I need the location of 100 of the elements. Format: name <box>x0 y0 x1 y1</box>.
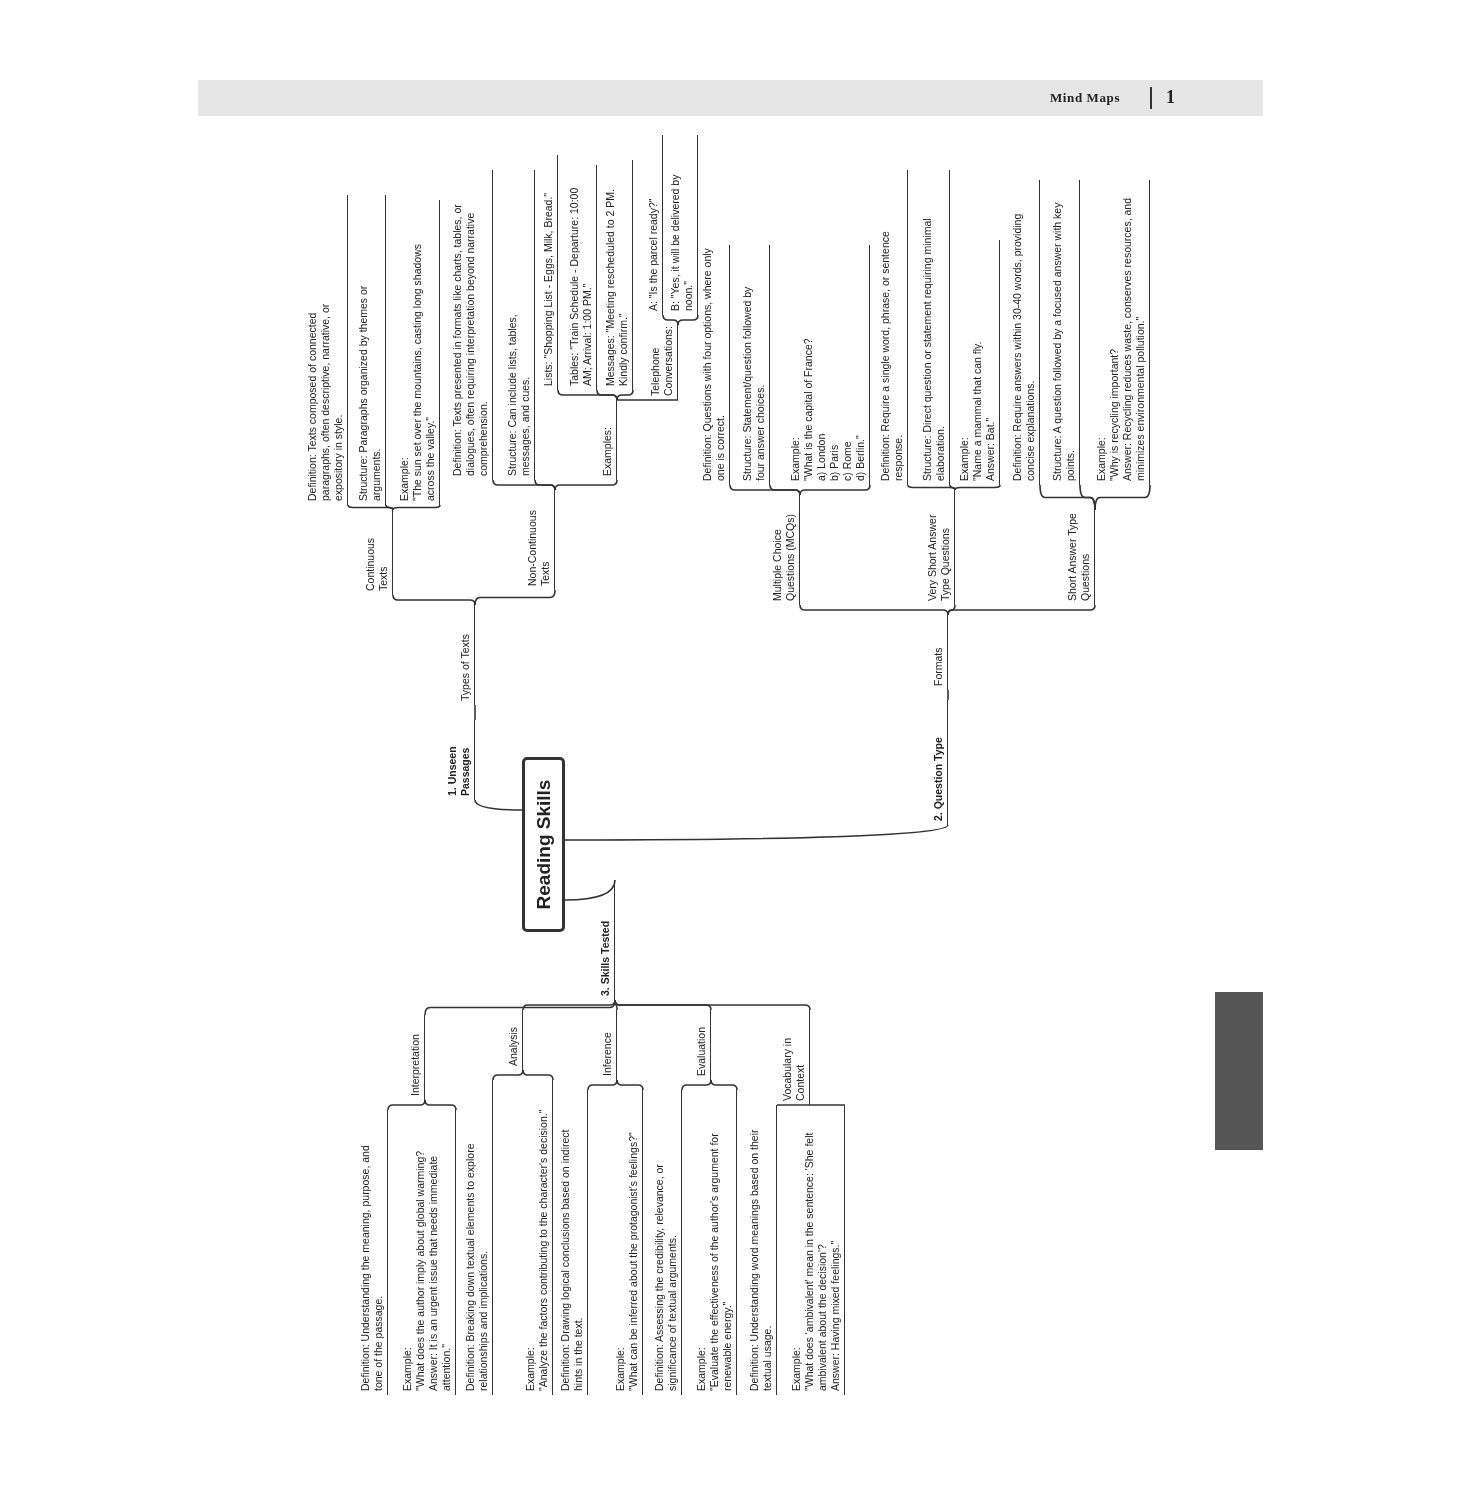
topic-branch <box>781 1010 810 1105</box>
topic-branch <box>1095 180 1150 485</box>
topic-branch <box>364 510 393 595</box>
topic-branch <box>771 495 800 605</box>
topic-branch <box>398 200 440 505</box>
topic-text: Example: <box>614 1346 627 1391</box>
topic-branch <box>464 1080 493 1395</box>
topic-branch <box>958 240 1000 485</box>
topic-text: d) Berlin." <box>854 434 867 481</box>
topic-branch <box>359 1110 388 1395</box>
topic-branch <box>507 1010 523 1070</box>
branch-connector <box>949 484 956 491</box>
topic-text: Vocabulary in Context <box>781 1036 807 1101</box>
running-header: Mind Maps <box>1050 90 1121 106</box>
branch-connector <box>616 1079 644 1091</box>
topic-branch <box>748 1105 777 1395</box>
topic-text: Example: <box>958 436 971 481</box>
topic-branch <box>599 880 615 1000</box>
branch-connector <box>907 484 956 491</box>
topic-text: Example: <box>695 1346 708 1391</box>
topic-text: Definition: Understanding the meaning, purpose, and tone of the passage. <box>359 1144 385 1391</box>
branch-connector <box>522 1069 554 1081</box>
topic-text: "Why is recycling important? <box>1108 347 1121 481</box>
topic-branch <box>451 170 493 480</box>
branch-connector <box>424 1099 457 1111</box>
topic-branch <box>790 1105 845 1395</box>
topic-text: Example: <box>524 1346 537 1391</box>
topic-branch <box>1051 180 1080 485</box>
topic-branch <box>921 170 950 485</box>
topic-text: Example: <box>401 1346 414 1391</box>
topic-text: Answer: It is an urgent issue that needs immediate attention." <box>427 1154 453 1391</box>
branch-connector <box>596 389 618 401</box>
branch-connector <box>947 689 949 701</box>
topic-text: Continuous Texts <box>364 536 390 591</box>
topic-text: Structure: Direct question or statement requiring minimal elaboration. <box>921 217 947 481</box>
topic-branch <box>932 700 948 825</box>
page-number: 1 <box>1166 87 1175 107</box>
topic-branch <box>401 1110 456 1395</box>
topic-branch <box>409 1015 425 1100</box>
topic-text: Telephone Conversations: <box>649 325 675 396</box>
topic-text: c) Rome <box>841 440 854 481</box>
topic-text: Very Short Answer Type Questions <box>926 513 952 601</box>
topic-branch <box>932 615 948 690</box>
topic-text: Structure: Statement/question followed by four answer choices. <box>741 285 767 481</box>
topic-text: Definition: Understanding word meanings based on their textual usage. <box>748 1128 774 1391</box>
branch-connector <box>564 879 616 901</box>
topic-text: Example: <box>398 456 411 501</box>
topic-branch <box>653 1090 682 1395</box>
topic-text: "Evaluate the effectiveness of the author's argument for renewable energy." <box>708 1132 734 1391</box>
topic-text: Definition: Texts composed of connected paragraphs, often descriptive, narrative, or expository in style. <box>306 302 345 501</box>
topic-text: Structure: A question followed by a focused answer with key points. <box>1051 201 1077 481</box>
topic-branch <box>524 1080 553 1395</box>
topic-text: Tables: "Train Schedule - Departure: 10:00 AM; Arrival: 1:00 PM." <box>568 186 594 386</box>
topic-text: "Name a mammal that can fly. <box>971 340 984 481</box>
topic-text: Answer: Bat." <box>984 416 997 481</box>
topic-branch <box>542 155 558 390</box>
topic-branch <box>568 165 597 390</box>
branch-connector <box>616 399 679 401</box>
topic-branch <box>647 135 663 315</box>
topic-text: 3. Skills Tested <box>599 919 612 996</box>
branch-connector <box>809 1104 846 1106</box>
topic-text: Non-Continuous Texts <box>526 509 552 586</box>
central-topic-box <box>522 757 565 932</box>
topic-text: A: "Is the parcel ready?" <box>647 197 660 311</box>
topic-text: Answer: Having mixed feelings." <box>829 1239 842 1391</box>
branch-connector <box>564 824 949 841</box>
topic-branch <box>601 400 617 480</box>
topic-text: Definition: Assessing the credibility, relevance, or significance of textual arguments. <box>653 1163 679 1391</box>
topic-branch <box>526 490 555 590</box>
topic-text: "The sun set over the mountains, casting long shadows across the valley." <box>411 242 437 501</box>
topic-branch <box>1011 180 1040 485</box>
topic-branch <box>306 195 348 505</box>
branch-connector <box>681 1079 712 1091</box>
topic-text: Example: <box>1095 436 1108 481</box>
branch-connector <box>769 484 801 496</box>
topic-text: Multiple Choice Questions (MCQs) <box>771 513 797 601</box>
branch-connector <box>474 704 476 721</box>
topic-branch <box>446 720 475 800</box>
topic-text: Types of Texts <box>459 633 472 701</box>
topic-text: Definition: Texts presented in formats like charts, tables, or dialogues, often requiring interpretation beyond narrative comprehension. <box>451 203 490 476</box>
topic-branch <box>459 605 475 705</box>
topic-text: Definition: Questions with four options, where only one is correct. <box>701 247 727 481</box>
topic-branch <box>741 245 770 485</box>
topic-text: Definition: Breaking down textual elements to explore relationships and implications. <box>464 1142 490 1391</box>
topic-text: Examples: <box>601 425 614 476</box>
central-topic-text: Reading Skills <box>532 779 555 910</box>
topic-branch <box>357 195 386 505</box>
topic-text: Definition: Require answers within 30-40 words, providing concise explanations. <box>1011 212 1037 481</box>
branch-connector <box>474 799 523 811</box>
topic-branch <box>695 1010 711 1080</box>
topic-branch <box>926 490 955 605</box>
branch-connector <box>385 504 394 511</box>
topic-text: Example: <box>790 1346 803 1391</box>
topic-text: a) London <box>815 432 828 481</box>
topic-branch <box>879 170 908 485</box>
topic-branch <box>789 245 870 485</box>
topic-text: B: "Yes, it will be delivered by noon." <box>669 173 695 311</box>
branch-connector <box>614 999 811 1011</box>
topic-branch <box>604 160 633 390</box>
branch-connector <box>776 1104 811 1106</box>
